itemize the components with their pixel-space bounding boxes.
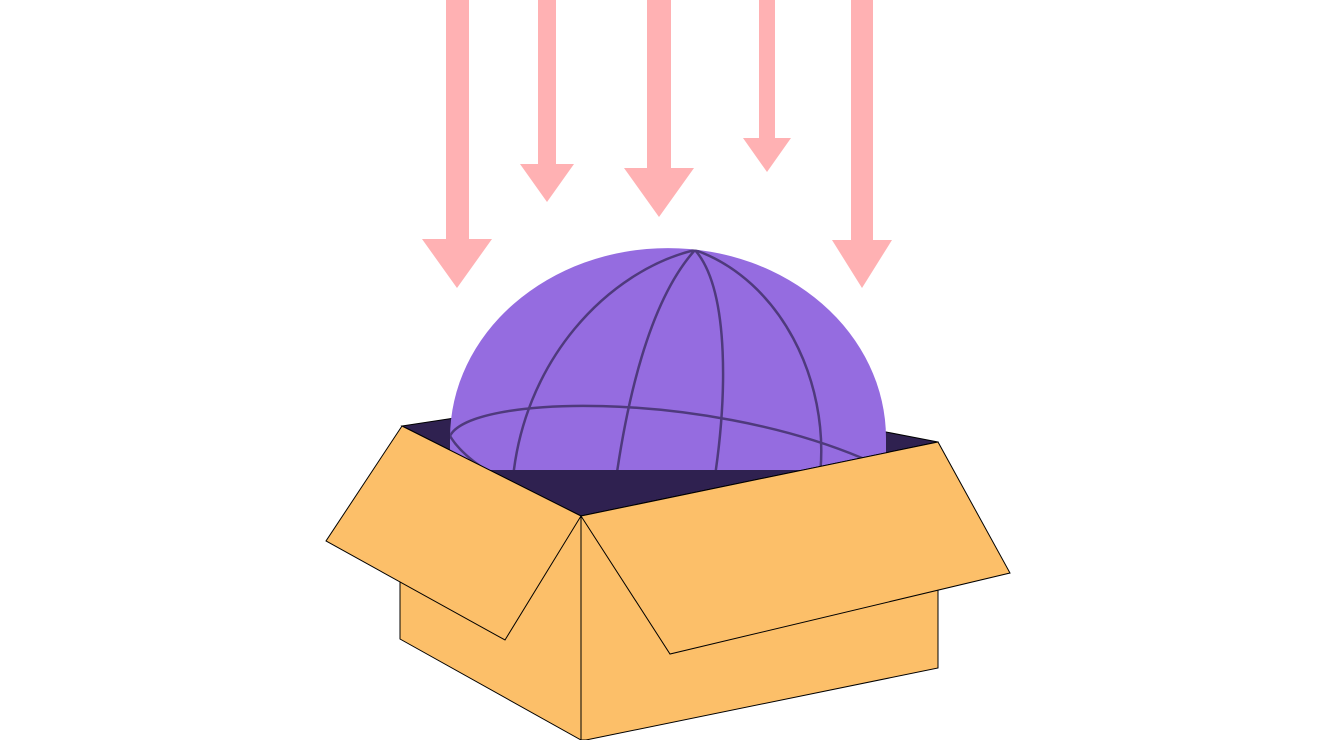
down-arrow-icon xyxy=(624,0,694,217)
globe-meridian xyxy=(694,248,823,470)
box-icon xyxy=(325,425,1011,740)
arrow-group xyxy=(422,0,892,288)
down-arrow-icon xyxy=(520,0,574,202)
down-arrow-icon xyxy=(832,0,892,288)
globe-icon xyxy=(450,248,886,470)
globe-meridian xyxy=(694,249,725,470)
box-right-flap xyxy=(580,441,1011,655)
down-arrow-icon xyxy=(743,0,791,172)
globe-meridian xyxy=(510,248,696,470)
globe-equator-lower xyxy=(450,435,611,470)
globe-equator xyxy=(450,404,863,460)
down-arrow-icon xyxy=(422,0,492,288)
globe-body xyxy=(450,248,886,470)
box-left-flap xyxy=(325,425,582,641)
globe-meridian xyxy=(610,249,696,470)
